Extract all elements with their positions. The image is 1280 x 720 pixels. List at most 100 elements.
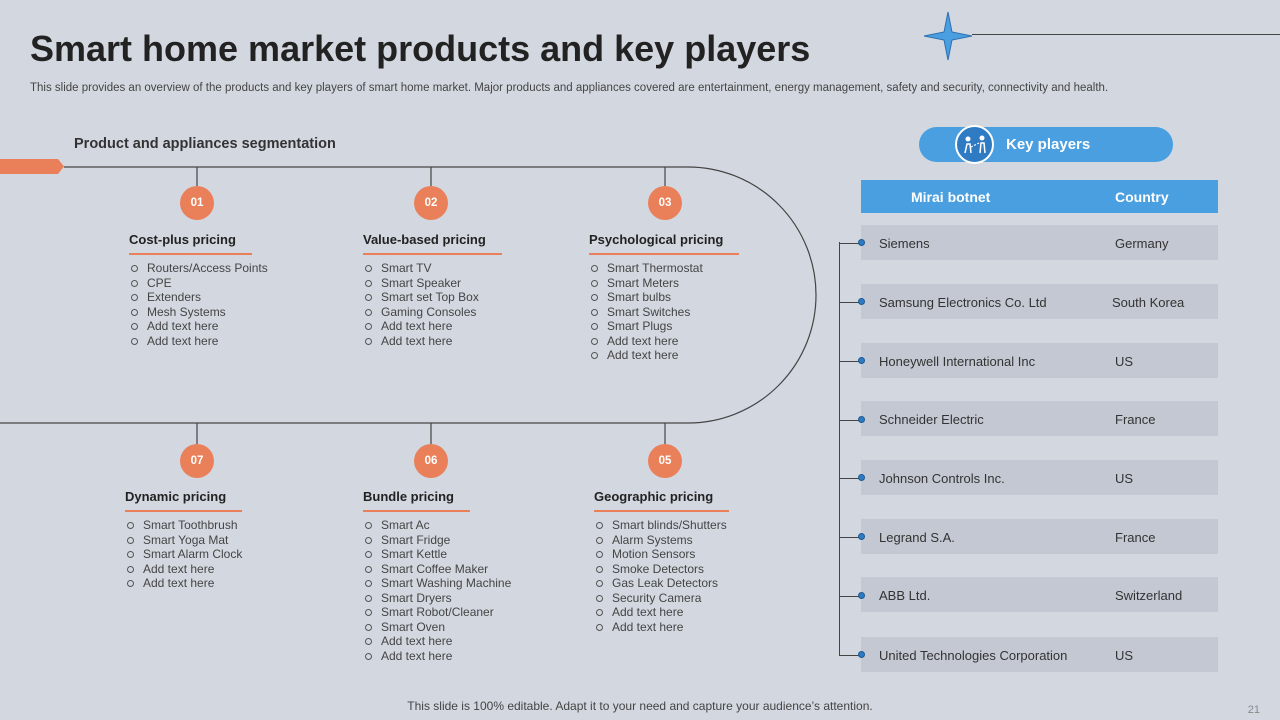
company-name: Siemens (879, 236, 930, 251)
table-row: Schneider Electric France (861, 401, 1218, 436)
list-item: Smart Kettle (363, 547, 573, 562)
company-name: Samsung Electronics Co. Ltd (879, 295, 1047, 310)
header-divider-line (972, 34, 1280, 35)
list-item: Smart set Top Box (363, 290, 573, 305)
segmentation-heading: Product and appliances segmentation (74, 136, 336, 152)
segment-title: Dynamic pricing (125, 489, 243, 512)
list-item: Add text here (129, 334, 339, 349)
row-dot (858, 298, 865, 305)
list-item: Motion Sensors (594, 547, 804, 562)
table-rail-line (839, 242, 840, 655)
segment-dynamic: Dynamic pricing Smart Toothbrush Smart Y… (125, 488, 335, 591)
step-node-06: 06 (414, 444, 448, 478)
list-item: CPE (129, 276, 339, 291)
row-dot (858, 592, 865, 599)
segment-cost-plus: Cost-plus pricing Routers/Access Points … (129, 231, 339, 348)
row-connector (839, 361, 861, 362)
list-item: Smart Coffee Maker (363, 562, 573, 577)
list-item: Add text here (594, 620, 804, 635)
table-row: Samsung Electronics Co. Ltd South Korea (861, 284, 1218, 319)
segment-item-list: Smart TV Smart Speaker Smart set Top Box… (363, 261, 573, 348)
list-item: Smart Robot/Cleaner (363, 605, 573, 620)
list-item: Gaming Consoles (363, 305, 573, 320)
list-item: Smart Meters (589, 276, 799, 291)
row-dot (858, 533, 865, 540)
row-connector (839, 655, 861, 656)
row-dot (858, 474, 865, 481)
company-country: Switzerland (1115, 588, 1183, 603)
segment-title: Bundle pricing (363, 489, 470, 512)
list-item: Add text here (363, 319, 573, 334)
list-item: Smart Alarm Clock (125, 547, 335, 562)
row-dot (858, 651, 865, 658)
list-item: Smart bulbs (589, 290, 799, 305)
page-title: Smart home market products and key playe… (30, 28, 811, 69)
company-name: Johnson Controls Inc. (879, 471, 1005, 486)
list-item: Smart Switches (589, 305, 799, 320)
segment-item-list: Smart Ac Smart Fridge Smart Kettle Smart… (363, 518, 573, 663)
company-name: United Technologies Corporation (879, 648, 1068, 663)
list-item: Smart TV (363, 261, 573, 276)
segment-psychological: Psychological pricing Smart Thermostat S… (589, 231, 799, 363)
list-item: Add text here (594, 605, 804, 620)
step-node-03: 03 (648, 186, 682, 220)
list-item: Alarm Systems (594, 533, 804, 548)
company-country: South Korea (1112, 295, 1185, 310)
table-row: Siemens Germany (861, 225, 1218, 260)
company-country: US (1115, 471, 1134, 486)
company-name: Legrand S.A. (879, 530, 955, 545)
row-dot (858, 239, 865, 246)
table-row: United Technologies Corporation US (861, 637, 1218, 672)
row-connector (839, 420, 861, 421)
page-subtitle: This slide provides an overview of the p… (30, 82, 1109, 94)
segment-geographic: Geographic pricing Smart blinds/Shutters… (594, 488, 804, 634)
list-item: Smart Dryers (363, 591, 573, 606)
list-item: Add text here (363, 649, 573, 664)
list-item: Add text here (589, 334, 799, 349)
row-dot (858, 416, 865, 423)
segment-item-list: Smart blinds/Shutters Alarm Systems Moti… (594, 518, 804, 634)
key-players-banner: Key players (919, 125, 1173, 164)
row-connector (839, 537, 861, 538)
table-row: Legrand S.A. France (861, 519, 1218, 554)
four-point-star-icon (923, 11, 973, 61)
list-item: Smart Toothbrush (125, 518, 335, 533)
list-item: Smart Yoga Mat (125, 533, 335, 548)
step-node-02: 02 (414, 186, 448, 220)
row-connector (839, 302, 861, 303)
segment-title: Psychological pricing (589, 232, 740, 255)
step-node-01: 01 (180, 186, 214, 220)
list-item: Add text here (125, 562, 335, 577)
list-item: Smart Ac (363, 518, 573, 533)
people-chart-icon (955, 125, 994, 164)
list-item: Gas Leak Detectors (594, 576, 804, 591)
list-item: Add text here (129, 319, 339, 334)
segment-item-list: Routers/Access Points CPE Extenders Mesh… (129, 261, 339, 348)
list-item: Smart Washing Machine (363, 576, 573, 591)
company-country: France (1115, 530, 1156, 545)
segment-value-based: Value-based pricing Smart TV Smart Speak… (363, 231, 573, 348)
segment-bundle: Bundle pricing Smart Ac Smart Fridge Sma… (363, 488, 573, 663)
list-item: Add text here (363, 334, 573, 349)
company-country: US (1115, 354, 1134, 369)
list-item: Add text here (125, 576, 335, 591)
timeline-path (0, 166, 817, 444)
list-item: Smart blinds/Shutters (594, 518, 804, 533)
segment-item-list: Smart Toothbrush Smart Yoga Mat Smart Al… (125, 518, 335, 591)
step-node-05: 05 (648, 444, 682, 478)
list-item: Security Camera (594, 591, 804, 606)
column-header-company: Mirai botnet (911, 189, 991, 205)
list-item: Add text here (589, 348, 799, 363)
row-connector (839, 478, 861, 479)
segment-item-list: Smart Thermostat Smart Meters Smart bulb… (589, 261, 799, 363)
segment-title: Value-based pricing (363, 232, 502, 255)
list-item: Mesh Systems (129, 305, 339, 320)
company-name: ABB Ltd. (879, 588, 931, 603)
company-name: Schneider Electric (879, 412, 984, 427)
company-country: Germany (1115, 236, 1169, 251)
segment-title: Cost-plus pricing (129, 232, 252, 255)
company-name: Honeywell International Inc (879, 354, 1036, 369)
row-connector (839, 596, 861, 597)
list-item: Smart Fridge (363, 533, 573, 548)
table-row: Johnson Controls Inc. US (861, 460, 1218, 495)
